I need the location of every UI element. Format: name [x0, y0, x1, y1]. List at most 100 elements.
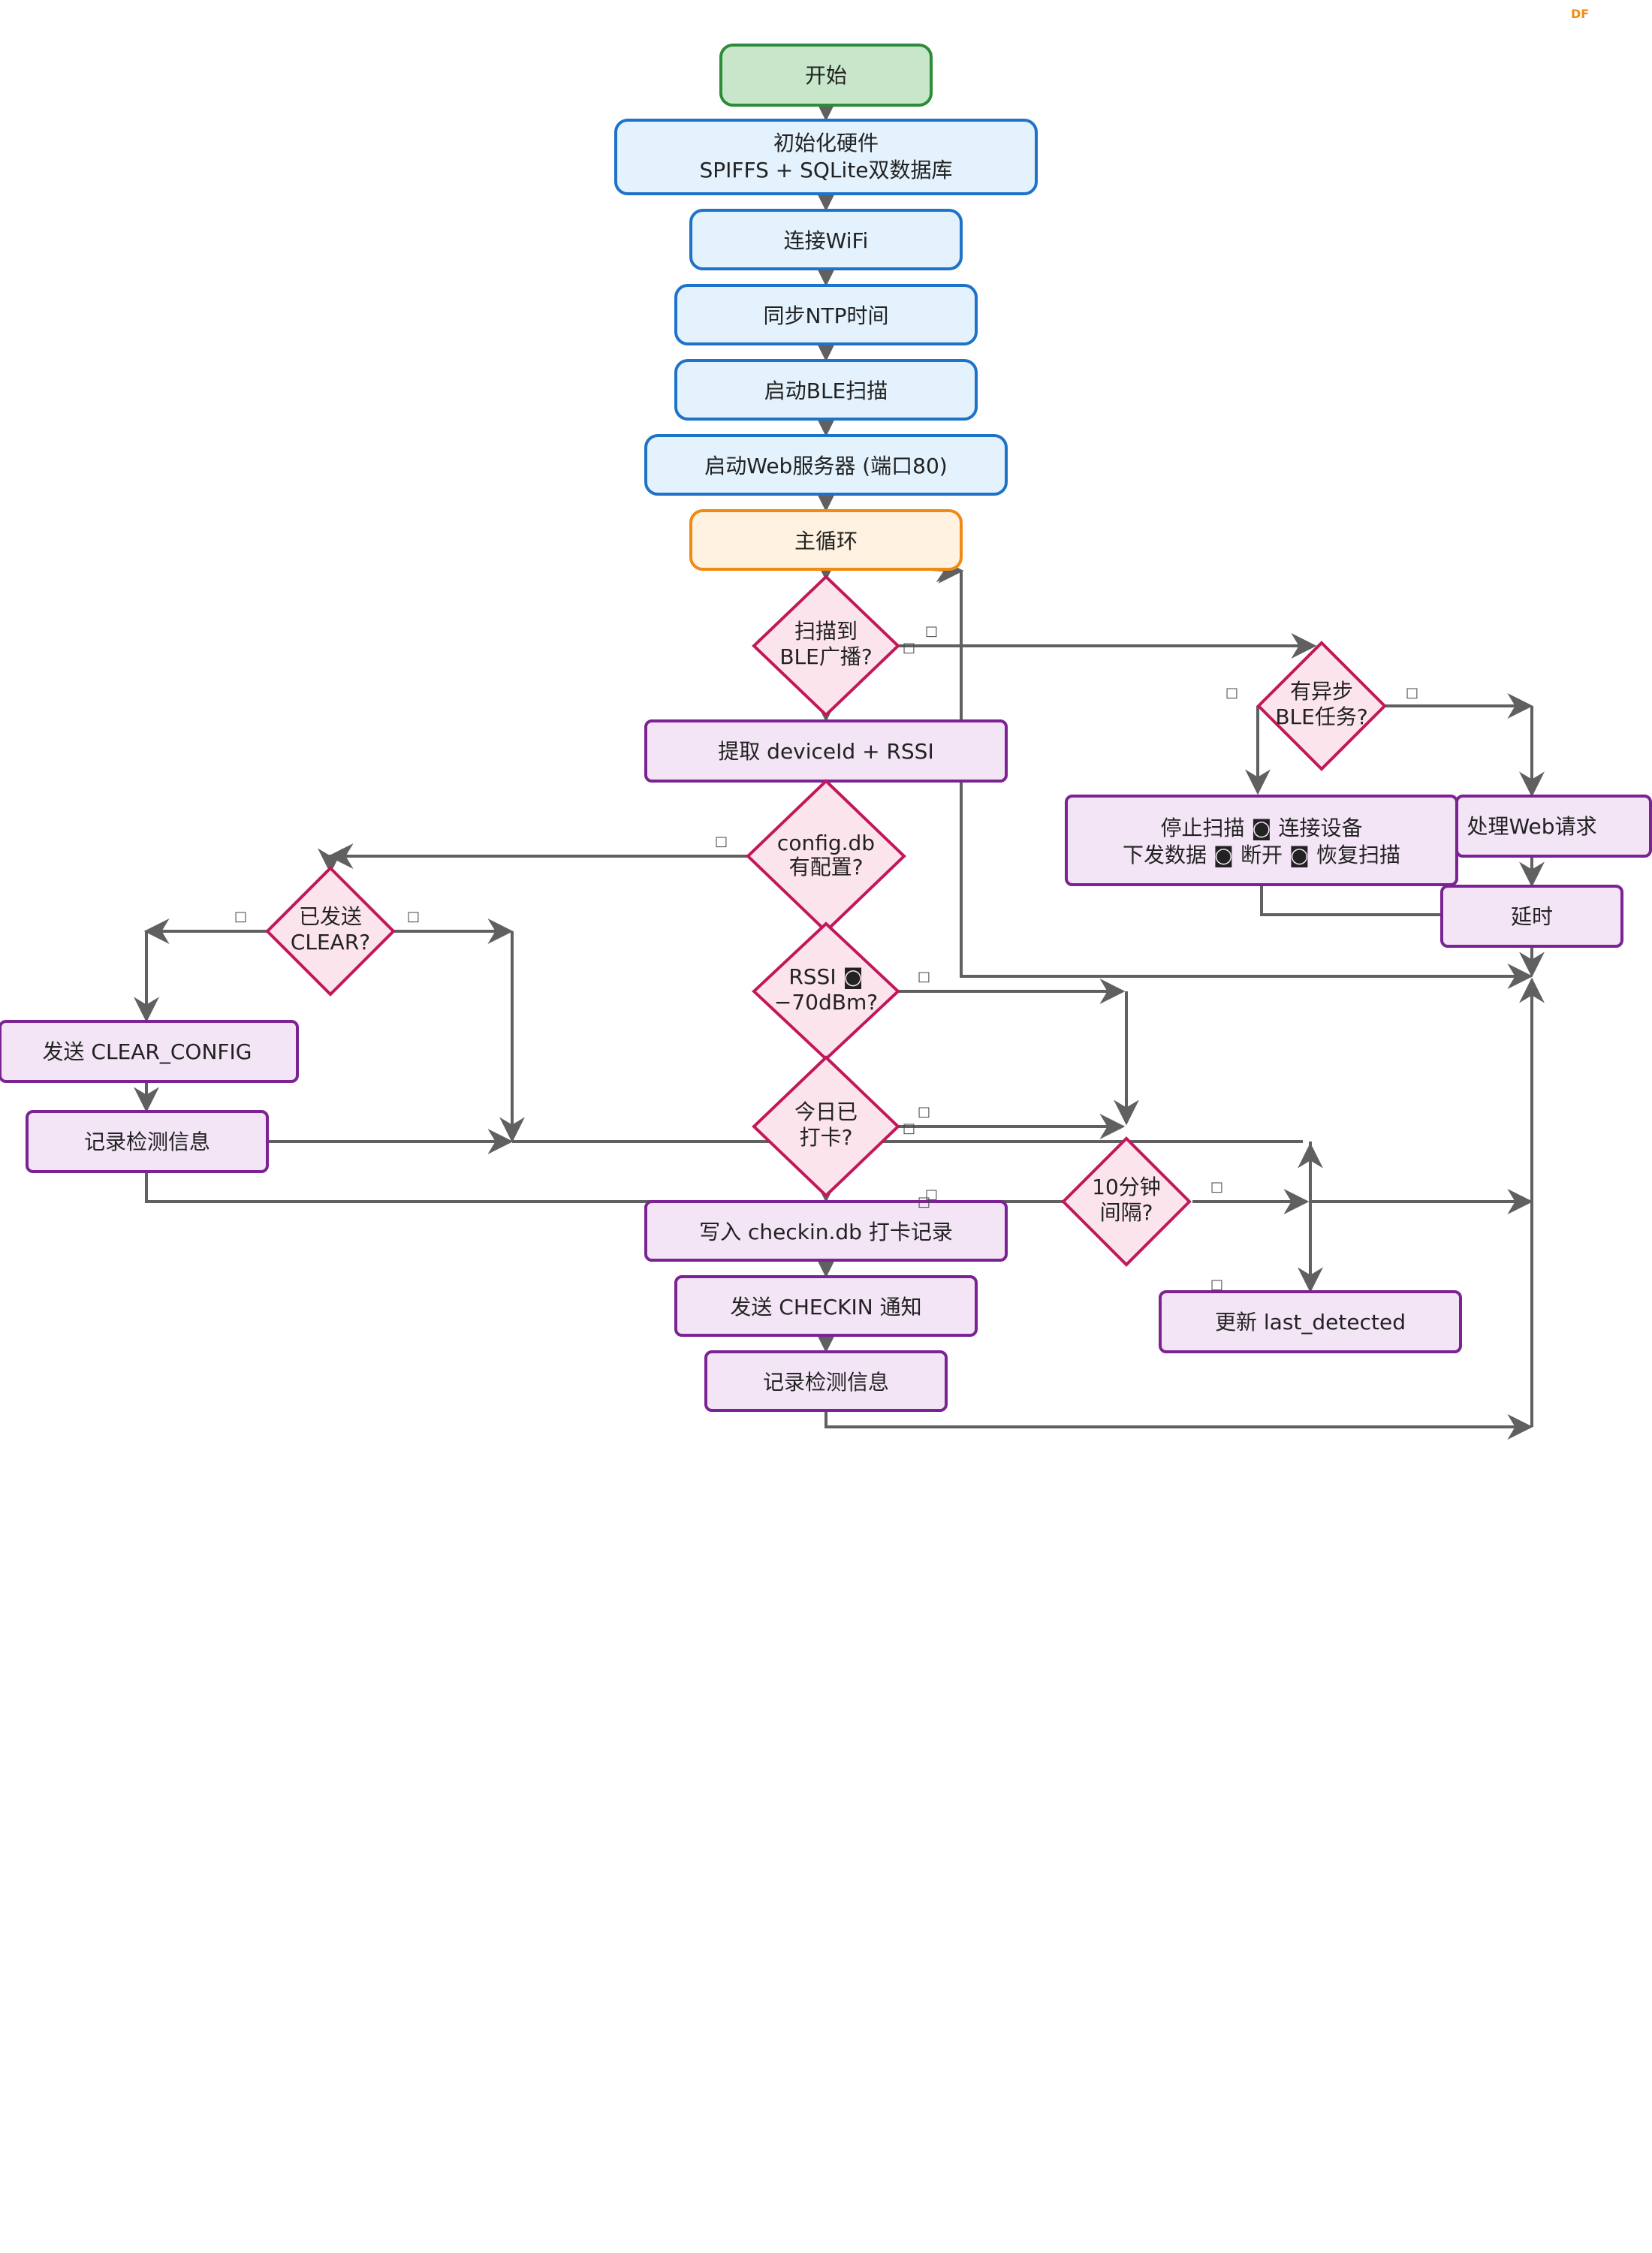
df-logo: DF: [1571, 7, 1589, 21]
delay-shape: [1440, 885, 1623, 948]
node-send-clear: 发送 CLEAR_CONFIG: [0, 1020, 299, 1083]
node-send-checkin: 发送 CHECKIN 通知: [674, 1275, 978, 1337]
branch-mark: □: [918, 969, 930, 985]
ble-scan-shape: [674, 359, 978, 421]
node-ntp: 同步NTP时间: [674, 284, 978, 345]
web-server-label: 启动Web服务器 (端口80): [704, 454, 947, 478]
ten-min-label-1: 10分钟: [1092, 1175, 1161, 1199]
config-label-2: 有配置?: [789, 855, 864, 879]
web-request-label: 处理Web请求: [1467, 814, 1596, 839]
node-web-request: 处理Web请求: [1455, 795, 1652, 858]
decision-async: 有异步 BLE任务?: [1256, 641, 1387, 771]
branch-mark: □: [918, 1194, 930, 1210]
branch-mark: □: [715, 834, 728, 849]
wifi-label: 连接WiFi: [784, 228, 869, 253]
start-label: 开始: [805, 63, 847, 88]
main-loop-label: 主循环: [794, 529, 858, 553]
edge-config-sentclear: [318, 848, 747, 874]
edge-loop-return-right: [960, 571, 1533, 989]
write-checkin-shape: [644, 1200, 1008, 1262]
decision-config: config.db 有配置?: [746, 779, 906, 933]
update-last-label: 更新 last_detected: [1215, 1310, 1406, 1335]
log-left-label: 记录检测信息: [84, 1130, 210, 1154]
node-extract: 提取 deviceId + RSSI: [644, 719, 1008, 783]
main-loop-shape: [689, 509, 963, 571]
write-checkin-label: 写入 checkin.db 打卡记录: [699, 1220, 953, 1244]
decision-today: 今日已 打卡?: [752, 1055, 900, 1198]
sent-clear-label-2: CLEAR?: [291, 930, 370, 955]
node-init: 初始化硬件 SPIFFS + SQLite双数据库: [614, 119, 1038, 195]
send-checkin-label: 发送 CHECKIN 通知: [730, 1295, 921, 1320]
branch-mark: □: [1210, 1179, 1223, 1195]
init-label-2: SPIFFS + SQLite双数据库: [699, 158, 952, 182]
ten-min-diamond: [1061, 1136, 1192, 1267]
branch-mark: □: [407, 909, 420, 924]
wifi-shape: [689, 209, 963, 270]
branch-mark: □: [925, 623, 938, 639]
node-web-server: 启动Web服务器 (端口80): [644, 434, 1008, 496]
rssi-label-1: RSSI ◙: [788, 964, 863, 989]
sent-clear-diamond: [265, 866, 396, 997]
async-diamond: [1256, 641, 1387, 771]
delay-label: 延时: [1511, 904, 1553, 929]
scan-label-2: BLE广播?: [779, 644, 872, 669]
ntp-shape: [674, 284, 978, 345]
stop-scan-shape: [1065, 795, 1458, 886]
start-shape: [719, 44, 933, 107]
stop-scan-label-2: 下发数据 ◙ 断开 ◙ 恢复扫描: [1123, 843, 1400, 867]
node-stop-scan: 停止扫描 ◙ 连接设备 下发数据 ◙ 断开 ◙ 恢复扫描: [1065, 795, 1458, 886]
node-log-left: 记录检测信息: [26, 1110, 269, 1173]
node-ble-scan: 启动BLE扫描: [674, 359, 978, 421]
branch-mark: □: [234, 909, 247, 924]
branch-mark: □: [925, 1187, 938, 1202]
today-label-1: 今日已: [794, 1099, 858, 1124]
scan-diamond: [752, 575, 900, 717]
config-label-1: config.db: [777, 831, 875, 855]
send-clear-shape: [0, 1020, 299, 1083]
decision-rssi: RSSI ◙ −70dBm?: [752, 921, 900, 1061]
today-diamond: [752, 1055, 900, 1198]
send-clear-label: 发送 CLEAR_CONFIG: [43, 1039, 252, 1064]
async-label-1: 有异步: [1290, 679, 1353, 704]
stop-scan-label-1: 停止扫描 ◙ 连接设备: [1161, 816, 1363, 840]
log-center-shape: [704, 1350, 948, 1412]
edges: [134, 95, 1545, 1440]
update-last-shape: [1159, 1290, 1462, 1353]
branch-mark: □: [903, 1120, 915, 1136]
extract-label: 提取 deviceId + RSSI: [718, 739, 933, 764]
node-main-loop: 主循环: [689, 509, 963, 571]
decision-ten-min: 10分钟 间隔?: [1061, 1136, 1192, 1267]
ntp-label: 同步NTP时间: [764, 303, 889, 328]
branch-mark: □: [903, 640, 915, 656]
branch-mark: □: [1225, 685, 1238, 701]
ten-min-label-2: 间隔?: [1100, 1200, 1153, 1225]
edge-logcenter-collector: [824, 1412, 1533, 1440]
sent-clear-label-1: 已发送: [299, 904, 362, 929]
branch-mark: □: [1210, 1277, 1223, 1292]
node-wifi: 连接WiFi: [689, 209, 963, 270]
log-left-shape: [26, 1110, 269, 1173]
ble-scan-label: 启动BLE扫描: [764, 379, 888, 403]
web-server-shape: [644, 434, 1008, 496]
node-write-checkin: 写入 checkin.db 打卡记录: [644, 1200, 1008, 1262]
node-update-last: 更新 last_detected: [1159, 1290, 1462, 1353]
node-start: 开始: [719, 44, 933, 107]
node-delay: 延时: [1440, 885, 1623, 948]
decision-sent-clear: 已发送 CLEAR?: [265, 866, 396, 997]
node-log-center: 记录检测信息: [704, 1350, 948, 1412]
log-center-label: 记录检测信息: [763, 1370, 889, 1395]
send-checkin-shape: [674, 1275, 978, 1337]
async-label-2: BLE任务?: [1275, 704, 1367, 729]
branch-marks: □ □ □ □ □ □ □ □ □ □ □ □ □ □: [234, 623, 1418, 1292]
init-label-1: 初始化硬件: [773, 131, 879, 155]
branch-mark: □: [918, 1104, 930, 1120]
web-request-shape: [1455, 795, 1652, 858]
edge-stop-delay: [1260, 886, 1526, 927]
init-shape: [614, 119, 1038, 195]
scan-label-1: 扫描到: [794, 619, 858, 644]
today-label-2: 打卡?: [800, 1125, 853, 1150]
decision-scan: 扫描到 BLE广播?: [752, 575, 900, 717]
rssi-label-2: −70dBm?: [774, 990, 878, 1015]
branch-mark: □: [1406, 685, 1418, 701]
